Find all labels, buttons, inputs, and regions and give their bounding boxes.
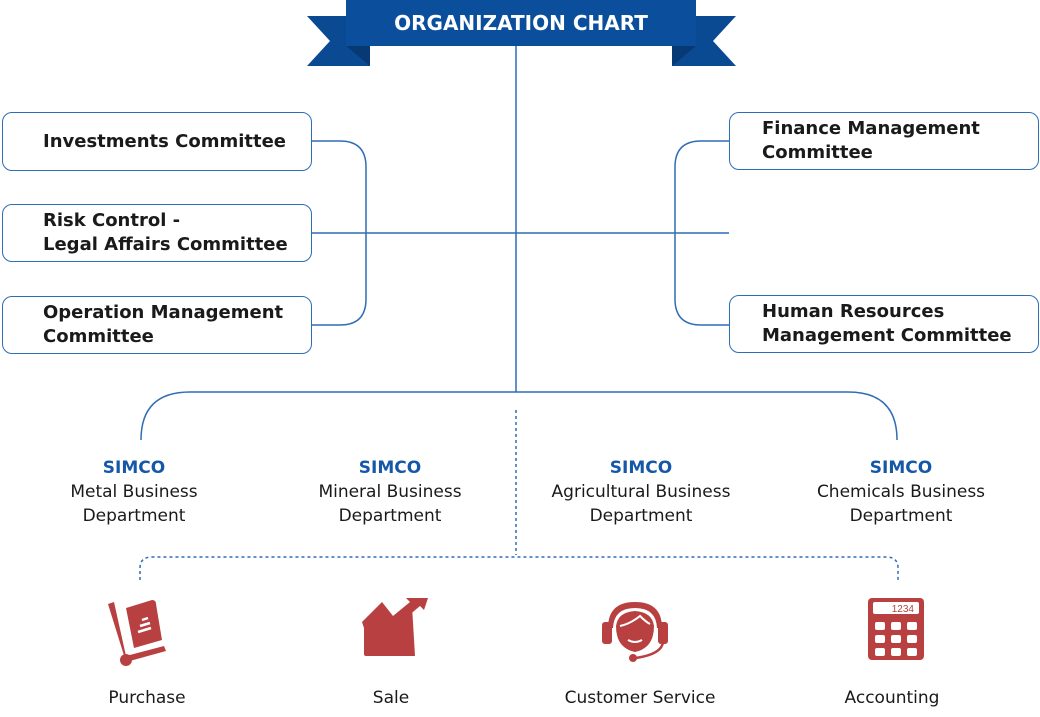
headset-operator-icon [602, 602, 668, 662]
dept-line: Department [338, 506, 442, 526]
page-title: ORGANIZATION CHART [394, 11, 648, 35]
title-banner [346, 0, 696, 46]
function-label-purchase: Purchase [108, 688, 186, 708]
risk-control-committee-box: Risk Control - Legal Affairs Committee [2, 204, 312, 262]
box-label: Committee [43, 326, 154, 347]
rising-chart-icon [362, 598, 428, 656]
dept-line: Agricultural Business [551, 482, 731, 502]
dept-line: Chemicals Business [816, 482, 986, 502]
dept-line: Department [82, 506, 186, 526]
dept-line: Department [849, 506, 953, 526]
box-label: Legal Affairs Committee [43, 234, 288, 255]
function-label-sale: Sale [372, 688, 410, 708]
brand: SIMCO [358, 458, 422, 478]
dept-line: Mineral Business [318, 482, 462, 502]
box-label: Committee [762, 142, 873, 163]
hand-truck-icon [108, 600, 166, 666]
box-label: Management Committee [762, 325, 1012, 346]
box-label: Human Resources [762, 301, 945, 322]
box-label: Finance Management [762, 118, 980, 139]
brand: SIMCO [609, 458, 673, 478]
dept-line: Department [589, 506, 693, 526]
function-label-customer-service: Customer Service [564, 688, 716, 708]
calculator-display: 1234 [892, 604, 915, 615]
box-label: Investments Committee [43, 130, 287, 152]
brand: SIMCO [869, 458, 933, 478]
box-label: Risk Control - [43, 210, 181, 231]
function-label-accounting: Accounting [844, 688, 940, 708]
investments-committee-box: Investments Committee [2, 112, 312, 171]
dept-line: Metal Business [70, 482, 198, 502]
box-label: Operation Management [43, 302, 284, 323]
brand: SIMCO [102, 458, 166, 478]
calculator-icon: 1234 [868, 598, 924, 660]
